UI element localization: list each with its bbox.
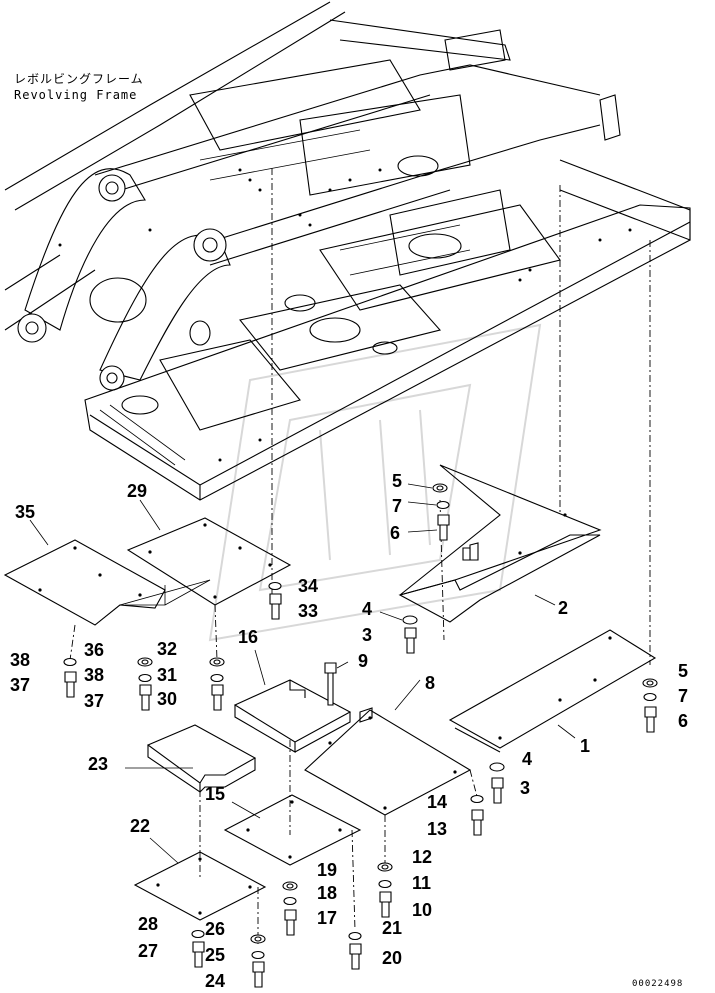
label-19: 19 [317, 860, 337, 880]
label-13: 13 [427, 819, 447, 839]
alignment-lines [69, 168, 651, 945]
label-28: 28 [138, 914, 158, 934]
label-4-bottom: 4 [522, 749, 532, 769]
revolving-frame [4, 1, 691, 501]
label-14: 14 [427, 792, 447, 812]
label-6-right: 6 [678, 711, 688, 731]
label-38-right: 38 [84, 665, 104, 685]
plate-2 [398, 464, 602, 623]
label-8: 8 [425, 673, 435, 693]
label-7-top: 7 [392, 496, 402, 516]
label-2: 2 [558, 598, 568, 618]
label-36: 36 [84, 640, 104, 660]
label-29: 29 [127, 481, 147, 501]
label-32: 32 [157, 639, 177, 659]
caption-english: Revolving Frame [14, 88, 138, 102]
label-1: 1 [580, 736, 590, 756]
label-22: 22 [130, 816, 150, 836]
plate-1 [448, 629, 657, 753]
plate-22 [133, 851, 267, 921]
label-23: 23 [88, 754, 108, 774]
plate-16 [233, 679, 352, 753]
fasteners [63, 483, 658, 988]
label-35: 35 [15, 502, 35, 522]
label-30: 30 [157, 689, 177, 709]
label-31: 31 [157, 665, 177, 685]
label-24: 24 [205, 971, 225, 991]
label-33: 33 [298, 601, 318, 621]
label-9: 9 [358, 651, 368, 671]
document-number: 00022498 [632, 979, 684, 989]
label-11: 11 [412, 873, 431, 893]
label-27: 27 [138, 941, 158, 961]
label-37-right: 37 [84, 691, 104, 711]
label-18: 18 [317, 883, 337, 903]
label-15: 15 [205, 784, 225, 804]
watermark-logo [208, 323, 542, 642]
label-34: 34 [298, 576, 318, 596]
label-3-bottom: 3 [520, 778, 530, 798]
label-37-left: 37 [10, 675, 30, 695]
label-3-top: 3 [362, 625, 372, 645]
plate-35 [3, 539, 166, 626]
label-10: 10 [412, 900, 432, 920]
label-6-top: 6 [390, 523, 400, 543]
label-20: 20 [382, 948, 402, 968]
leader-lines [29, 483, 576, 864]
label-5-right: 5 [678, 661, 688, 681]
label-16: 16 [238, 627, 258, 647]
caption-japanese: レボルビングフレーム [14, 72, 144, 86]
label-4-top: 4 [362, 599, 372, 619]
label-7-right: 7 [678, 686, 688, 706]
label-26: 26 [205, 919, 225, 939]
label-38-left: 38 [10, 650, 30, 670]
label-25: 25 [205, 945, 225, 965]
plate-15 [223, 794, 362, 866]
label-17: 17 [317, 908, 337, 928]
part-number-labels: 1 2 3 3 4 4 5 5 6 6 7 7 8 9 10 11 12 13 … [10, 471, 688, 991]
label-5-top: 5 [392, 471, 402, 491]
plate-23 [146, 724, 257, 794]
label-21: 21 [382, 918, 402, 938]
label-12: 12 [412, 847, 432, 867]
